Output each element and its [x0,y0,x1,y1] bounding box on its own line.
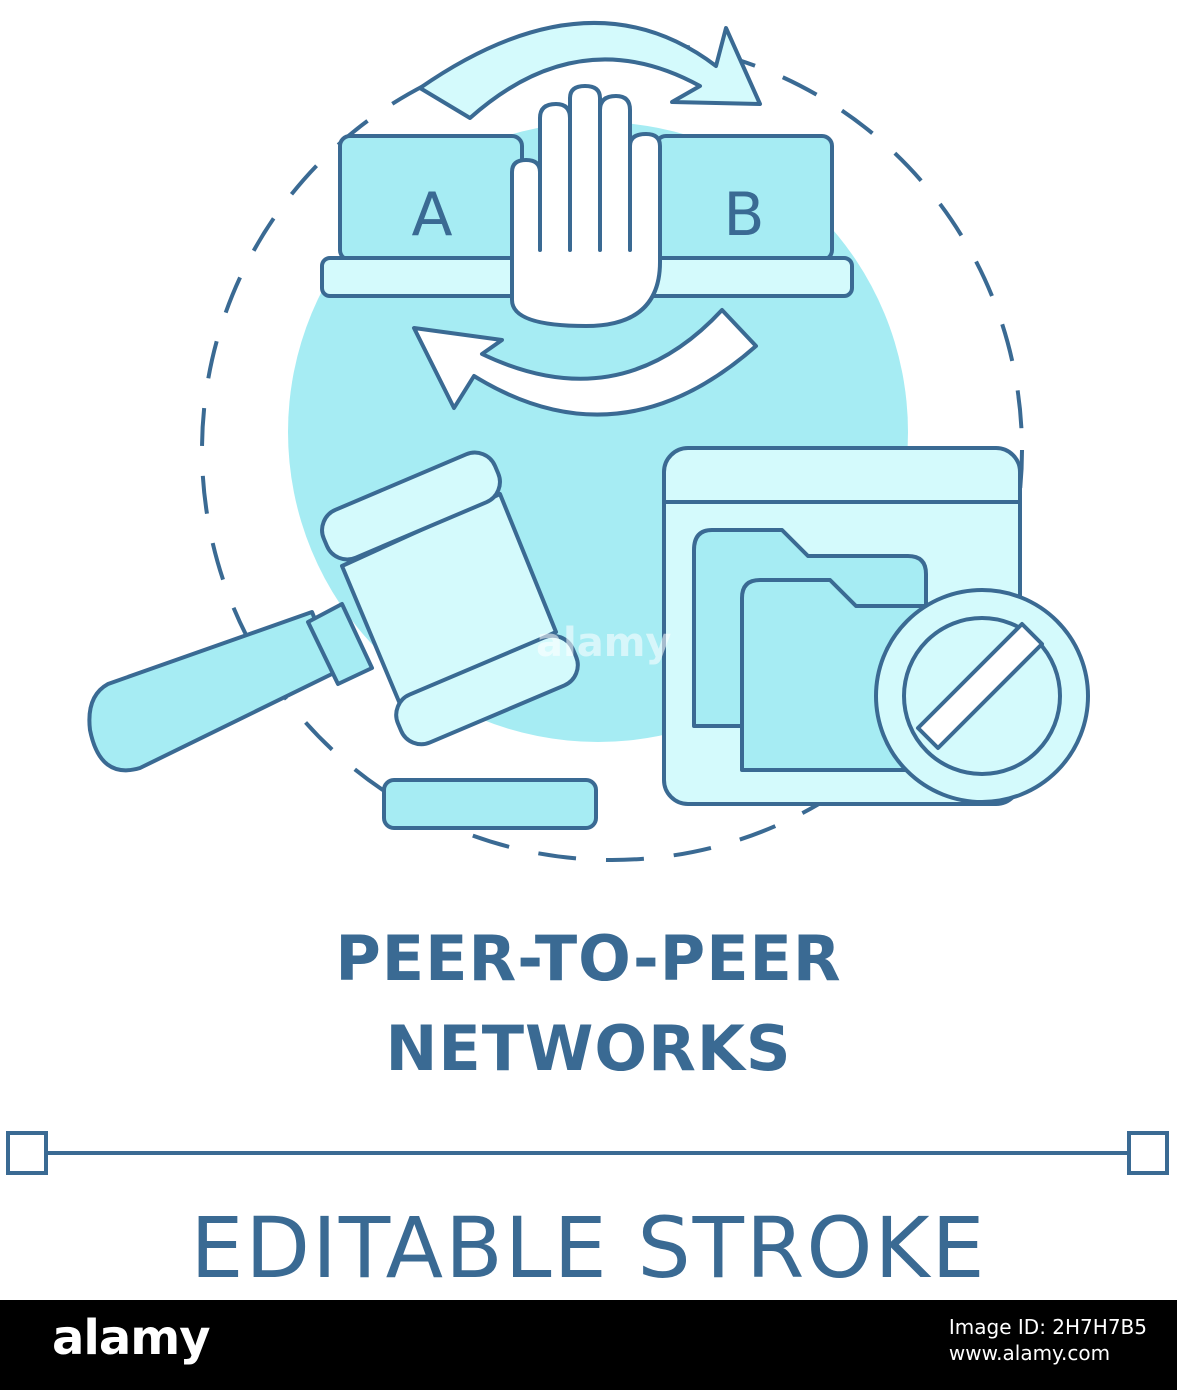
banner-image-id: Image ID: 2H7H7B5 www.alamy.com [949,1314,1147,1366]
hand-stop-icon [510,84,662,328]
banner-logo: alamy [52,1310,211,1366]
image-id-text: Image ID: 2H7H7B5 [948,1315,1147,1339]
watermark: alamy [536,620,672,666]
icon-canvas: A B [6,21,1169,1297]
stroke-handle-left [6,1131,48,1175]
editable-stroke-line [6,1131,1169,1175]
editable-stroke-label: EDITABLE STROKE [190,1206,987,1297]
stroke-handle-right [1127,1131,1169,1175]
prohibited-icon [874,588,1090,804]
stock-banner: alamy Image ID: 2H7H7B5 www.alamy.com [0,1300,1177,1390]
laptop-a: A [338,134,524,262]
rotate-arrow-bottom-icon [412,308,758,417]
site-url: www.alamy.com [948,1341,1111,1365]
letter-b: B [723,180,764,250]
laptop-b: B [654,134,834,262]
title-line-2: NETWORKS [385,1012,792,1085]
rotate-arrow-top-icon [418,21,762,120]
peer-to-peer-illustration: A B [6,21,1169,1175]
title-line-1: PEER-TO-PEER [335,922,842,995]
gavel-icon [87,450,598,830]
letter-a: A [411,180,452,250]
